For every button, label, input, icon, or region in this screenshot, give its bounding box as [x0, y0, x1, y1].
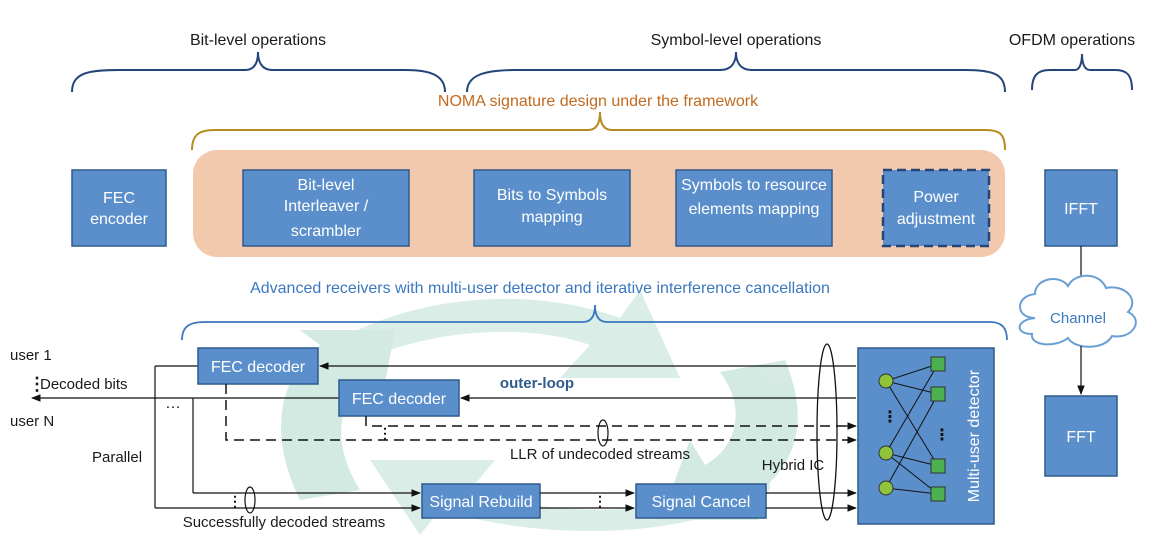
fec-decoder-1-label: FEC decoder — [211, 359, 306, 376]
variable-node-dots: ⋮ — [882, 409, 898, 426]
hybrid-ic-ellipse — [816, 343, 838, 521]
interleaver-line3: scrambler — [291, 223, 362, 240]
fec-encoder-block: FEC encoder — [71, 169, 167, 247]
ifft-block: IFFT — [1044, 169, 1118, 247]
interleaver-line1: Bit-level — [298, 177, 355, 194]
multi-user-detector-block: ⋮ ⋮ Multi-user detector — [857, 347, 995, 525]
receiver-brace — [181, 304, 1008, 341]
bits-to-symbols-line1: Bits to Symbols — [497, 187, 607, 204]
fec-decoder-2-label: FEC decoder — [352, 391, 447, 408]
bit-level-header: Bit-level operations — [190, 32, 326, 49]
mud-label: Multi-user detector — [966, 369, 983, 502]
ofdm-header: OFDM operations — [1009, 32, 1135, 49]
signal-rebuild-label: Signal Rebuild — [429, 494, 532, 511]
success-bundle-ellipse — [244, 486, 256, 514]
fec-encoder-line2: encoder — [90, 211, 148, 228]
function-node — [930, 386, 946, 402]
signal-rebuild-block: Signal Rebuild — [421, 483, 541, 519]
symbol-level-header: Symbol-level operations — [651, 32, 822, 49]
signal-cancel-block: Signal Cancel — [635, 483, 767, 519]
function-node-dots: ⋮ — [934, 427, 950, 444]
userN-label: user N — [10, 413, 54, 430]
variable-node — [878, 445, 894, 461]
ofdm-brace — [1031, 53, 1133, 91]
bits-to-symbols-line2: mapping — [521, 209, 582, 226]
fec-encoder-line1: FEC — [103, 190, 135, 207]
power-line1: Power — [913, 189, 959, 206]
interleaver-block: Bit-level Interleaver / scrambler — [242, 169, 410, 247]
power-adjustment-block: Power adjustment — [881, 168, 991, 248]
function-node — [930, 458, 946, 474]
variable-node — [878, 480, 894, 496]
llr-dots: ⋮ — [378, 425, 392, 441]
success-label: Successfully decoded streams — [183, 514, 386, 531]
channel-cloud: Channel — [1018, 274, 1137, 348]
fec-decoder-1: FEC decoder — [197, 347, 319, 385]
bit-level-brace — [71, 51, 446, 93]
fft-block: FFT — [1044, 395, 1118, 477]
vertical-dots: ⋮ — [28, 374, 46, 394]
ifft-label: IFFT — [1064, 201, 1098, 218]
rebuild-cancel-dots: ⋮ — [593, 493, 607, 509]
noma-brace — [191, 111, 1006, 151]
variable-node — [878, 373, 894, 389]
bits-to-symbols-block: Bits to Symbols mapping — [473, 169, 631, 247]
function-node — [930, 486, 946, 502]
parallel-label: Parallel — [92, 449, 142, 466]
interleaver-line2: Interleaver / — [284, 198, 369, 215]
success-dots: ⋮ — [228, 493, 242, 509]
user1-label: user 1 — [10, 347, 52, 364]
receiver-title: Advanced receivers with multi-user detec… — [250, 280, 830, 297]
symbols-to-re-line1: Symbols to resource — [681, 177, 827, 194]
fft-label: FFT — [1066, 429, 1096, 446]
symbol-level-brace — [466, 51, 1006, 93]
decoded-bits-label: Decoded bits — [40, 376, 128, 393]
hybrid-ic-label: Hybrid IC — [762, 457, 825, 474]
channel-label: Channel — [1050, 310, 1106, 327]
llr-bundle-ellipse — [597, 419, 609, 447]
llr-label: LLR of undecoded streams — [510, 446, 690, 463]
function-node — [930, 356, 946, 372]
symbols-to-re-block: Symbols to resource elements mapping — [675, 169, 833, 247]
fec-decoder-2: FEC decoder — [338, 379, 460, 417]
symbols-to-re-line2: elements mapping — [689, 201, 820, 218]
signal-cancel-label: Signal Cancel — [652, 494, 751, 511]
noma-title: NOMA signature design under the framewor… — [438, 93, 759, 110]
factor-graph-edges — [885, 363, 939, 495]
llr-dashed-lines — [225, 384, 852, 441]
outer-loop-label: outer-loop — [500, 375, 574, 392]
power-line2: adjustment — [897, 211, 976, 228]
horizontal-dots: … — [165, 395, 181, 412]
